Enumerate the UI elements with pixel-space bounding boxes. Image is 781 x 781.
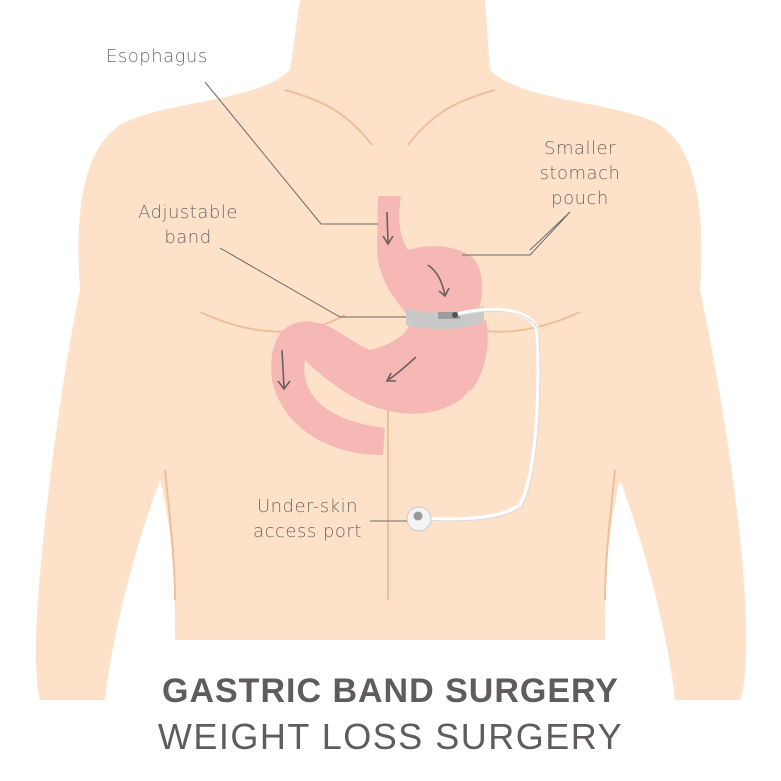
label-line: Adjustable [138, 202, 238, 223]
label-line: access port [253, 521, 362, 542]
label-line: stomach [539, 163, 621, 184]
title: GASTRIC BAND SURGERY [162, 672, 619, 710]
label-line: Smaller [544, 138, 616, 159]
access-port [406, 506, 432, 532]
label-esophagus: Esophagus [106, 46, 208, 67]
label-line: pouch [551, 188, 609, 209]
stomach [271, 196, 488, 455]
flow-arrows [277, 211, 450, 391]
port-tube [429, 307, 541, 522]
label-line: band [164, 227, 212, 248]
label-stomach-pouch: Smaller stomach pouch [535, 136, 625, 211]
label-line: Under-skin [256, 496, 359, 517]
label-adjustable-band: Adjustable band [128, 200, 248, 250]
subtitle: WEIGHT LOSS SURGERY [157, 716, 624, 757]
label-access-port: Under-skin access port [245, 494, 370, 544]
leader-lines [204, 81, 571, 522]
